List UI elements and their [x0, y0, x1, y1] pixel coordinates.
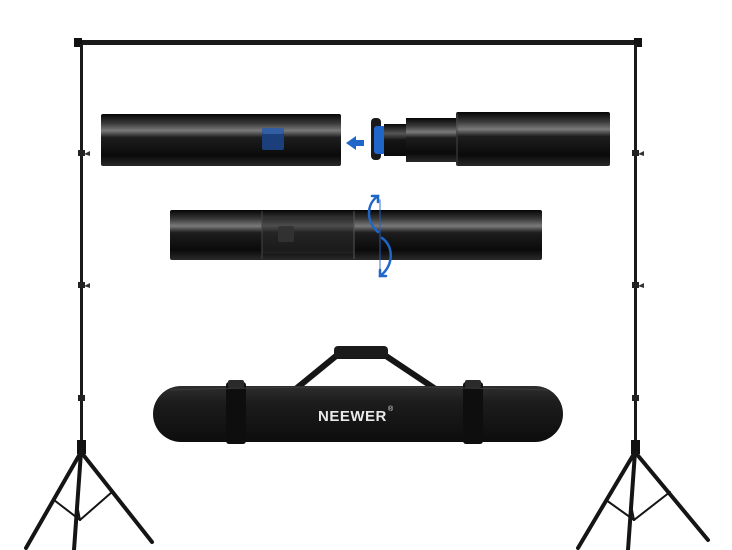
joined-crossbar-tube	[170, 210, 542, 260]
crossbar	[74, 38, 642, 47]
crossbar-tube-left	[101, 114, 341, 166]
carry-bag: NEEWER ®	[153, 346, 563, 444]
bag-brand-logo: NEEWER	[318, 408, 387, 425]
crossbar-tube-right	[371, 112, 610, 166]
left-stand-pole	[78, 44, 90, 454]
arrow-left-icon	[346, 136, 364, 150]
registered-mark: ®	[388, 405, 394, 413]
right-tripod	[576, 440, 710, 550]
right-stand-pole	[632, 44, 644, 454]
left-tripod	[24, 440, 154, 550]
rotate-icon	[367, 194, 392, 278]
